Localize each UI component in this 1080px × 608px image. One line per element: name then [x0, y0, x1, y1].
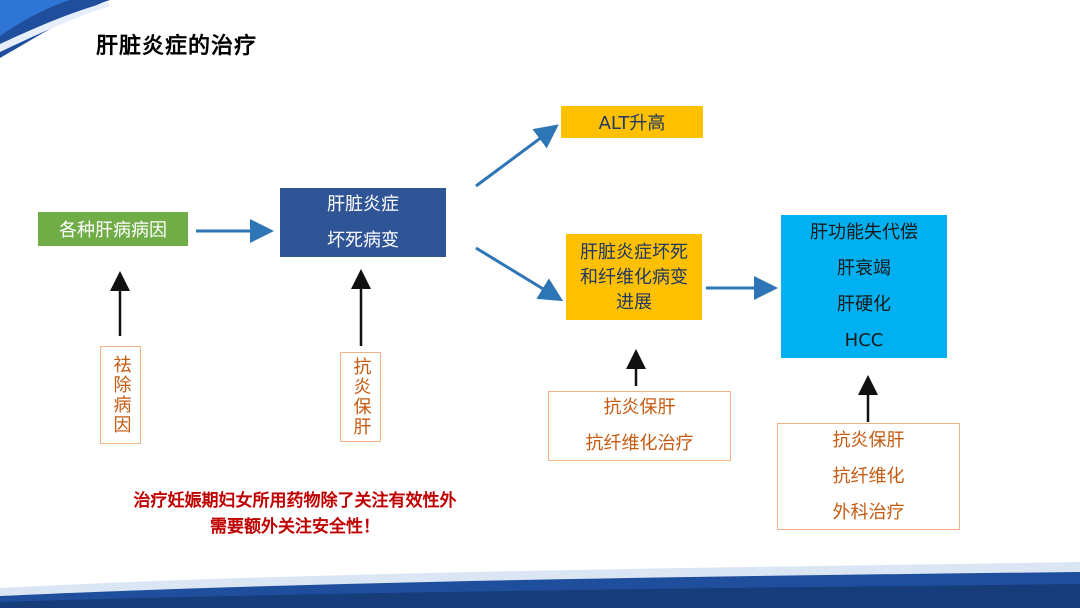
node-label: ALT升高: [598, 113, 666, 134]
node-outcomes: 肝功能失代偿 肝衰竭 肝硬化 HCC: [781, 215, 947, 358]
treatment-progression: 抗炎保肝 抗纤维化治疗: [548, 391, 731, 461]
treatment-label: 抗炎保肝: [603, 397, 676, 418]
node-label: 肝衰竭: [837, 257, 891, 279]
arrow-inflammation-to-alt: [475, 124, 559, 188]
node-label: 肝功能失代偿: [810, 221, 918, 243]
treatment-anti-inflammatory: 抗炎保肝: [340, 352, 381, 442]
corner-decoration: [0, 0, 110, 58]
node-liver-disease-causes: 各种肝病病因: [38, 212, 188, 246]
treatment-label: 祛除病因: [110, 355, 132, 435]
arrow-inflammation-to-progression: [475, 246, 564, 302]
treatment-label: 抗纤维化治疗: [585, 433, 694, 454]
treatment-label: 抗炎保肝: [832, 429, 905, 451]
note-line-1: 治疗妊娠期妇女所用药物除了关注有效性外: [133, 491, 457, 511]
slide-title: 肝脏炎症的治疗: [96, 34, 258, 59]
node-label: 各种肝病病因: [59, 220, 167, 241]
node-disease-progression: 肝脏炎症坏死和纤维化病变进展: [566, 234, 702, 320]
treatment-label: 抗纤维化: [832, 465, 905, 487]
footer-wave-decoration: [0, 562, 1080, 608]
node-label: 肝硬化: [837, 293, 891, 315]
node-alt-elevated: ALT升高: [561, 106, 703, 138]
node-label: 肝脏炎症坏死和纤维化病变进展: [580, 241, 688, 313]
node-liver-inflammation: 肝脏炎症 坏死病变: [280, 188, 446, 257]
node-label: HCC: [844, 329, 884, 351]
note-line-2: 需要额外关注安全性！: [210, 517, 380, 537]
treatment-label: 外科治疗: [832, 501, 905, 523]
treatment-remove-cause: 祛除病因: [100, 346, 141, 444]
pregnancy-safety-note: 治疗妊娠期妇女所用药物除了关注有效性外 需要额外关注安全性！: [80, 488, 510, 540]
treatment-label: 抗炎保肝: [350, 357, 372, 437]
node-label: 坏死病变: [327, 229, 399, 251]
treatment-outcomes: 抗炎保肝 抗纤维化 外科治疗: [777, 423, 960, 530]
node-label: 肝脏炎症: [327, 193, 399, 215]
